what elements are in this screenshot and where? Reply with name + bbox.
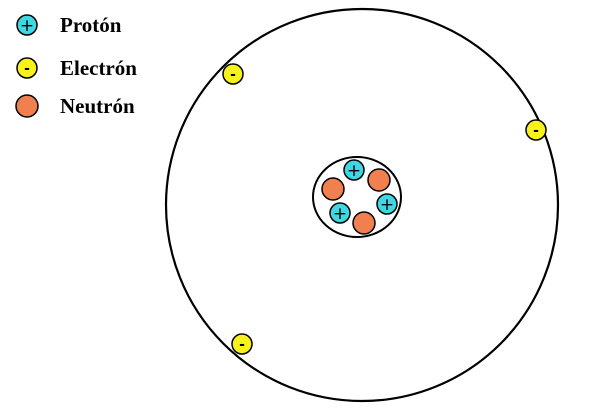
neutron-icon [15,94,39,118]
electron-particle: - [231,333,253,355]
legend-label-proton: Protón [60,13,122,37]
neutron-particle [352,211,376,235]
svg-text:-: - [533,123,539,139]
svg-text:+: + [333,204,347,224]
svg-text:-: - [239,337,245,353]
legend-label-electron: Electrón [60,56,137,80]
legend-label-neutron: Neutrón [60,94,135,118]
proton-particle: + [376,193,398,215]
electron-orbit [164,7,560,403]
svg-text:+: + [347,161,361,181]
legend-item-electron: - Electrón [14,55,184,85]
svg-text:-: - [24,61,30,77]
legend-item-proton: + Protón [14,12,184,42]
proton-icon: + [16,14,38,36]
neutron-particle [321,177,345,201]
proton-particle: + [329,202,351,224]
svg-text:+: + [380,195,394,215]
electron-particle: - [222,63,244,85]
neutron-particle [367,168,391,192]
proton-particle: + [343,159,365,181]
electron-particle: - [525,119,547,141]
svg-text:-: - [230,67,236,83]
electron-icon: - [16,57,38,79]
legend-item-neutron: Neutrón [14,93,184,123]
nucleus: + + + [321,159,398,235]
svg-text:+: + [20,16,34,36]
